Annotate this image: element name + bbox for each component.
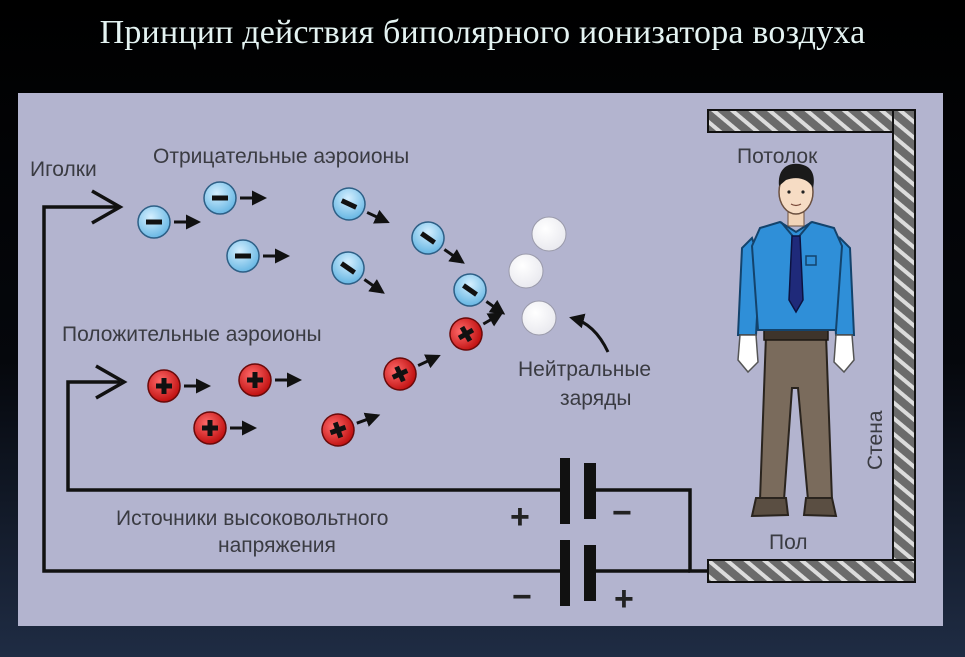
label-needles: Иголки — [30, 158, 97, 181]
wire-negative-needles — [42, 205, 560, 573]
neutral-charges — [508, 216, 610, 353]
person-icon — [736, 163, 856, 518]
positive-ion-icon — [383, 354, 441, 391]
page-title: Принцип действия биполярного ионизатора … — [99, 14, 866, 51]
negative-ions — [137, 181, 506, 315]
neutral-charge-icon — [508, 253, 544, 289]
positive-ion-icon — [147, 369, 211, 403]
left-shoe — [750, 497, 790, 518]
negative-ion-icon — [331, 251, 385, 294]
floor-beam — [707, 559, 916, 583]
left-hand — [737, 334, 759, 374]
negative-ion-icon — [137, 205, 201, 239]
hair — [778, 163, 814, 188]
pocket — [805, 255, 817, 266]
needle-arrow-top — [91, 189, 124, 225]
positive-ion-icon — [321, 412, 381, 447]
negative-ion-icon — [411, 221, 465, 264]
tie — [788, 235, 804, 314]
label-neutral-line2: заряды — [560, 387, 631, 410]
negative-ion-icon — [453, 273, 506, 315]
label-source-line1: Источники высоковольтного — [116, 507, 388, 530]
positive-ion-icon — [238, 363, 302, 397]
negative-ion-icon — [332, 187, 390, 224]
label-neutral-line1: Нейтральные — [518, 358, 651, 381]
right-hand — [833, 334, 855, 374]
battery2-minus-sign: − — [512, 578, 532, 616]
trousers — [758, 334, 834, 501]
right-shoe — [802, 497, 838, 518]
label-source-line2: напряжения — [218, 534, 336, 557]
negative-ion-icon — [226, 239, 290, 273]
battery1-plus-sign: + — [510, 498, 530, 536]
battery2-plus-sign: + — [614, 580, 634, 618]
positive-ion-icon — [193, 411, 257, 445]
ceiling-beam — [707, 109, 916, 133]
label-ceiling: Потолок — [737, 145, 818, 168]
battery-icon — [560, 540, 596, 606]
wire-positive-needles — [66, 380, 560, 492]
wall-beam — [892, 109, 916, 583]
label-floor: Пол — [769, 531, 808, 554]
battery-icon — [560, 458, 596, 524]
negative-ion-icon — [203, 181, 267, 215]
neutral-charge-icon — [521, 300, 557, 336]
neutral-pointer-arrow — [569, 313, 610, 353]
neutral-charge-icon — [531, 216, 567, 252]
needle-arrow-bottom — [95, 364, 128, 400]
label-wall: Стена — [864, 410, 887, 470]
label-negative-ions: Отрицательные аэроионы — [153, 145, 409, 168]
label-positive-ions: Положительные аэроионы — [62, 323, 322, 346]
positive-ion-icon — [449, 312, 504, 351]
circuit-wires — [42, 189, 708, 573]
battery1-minus-sign: − — [612, 494, 632, 532]
wire-to-floor — [594, 488, 708, 573]
positive-ions — [147, 312, 504, 447]
